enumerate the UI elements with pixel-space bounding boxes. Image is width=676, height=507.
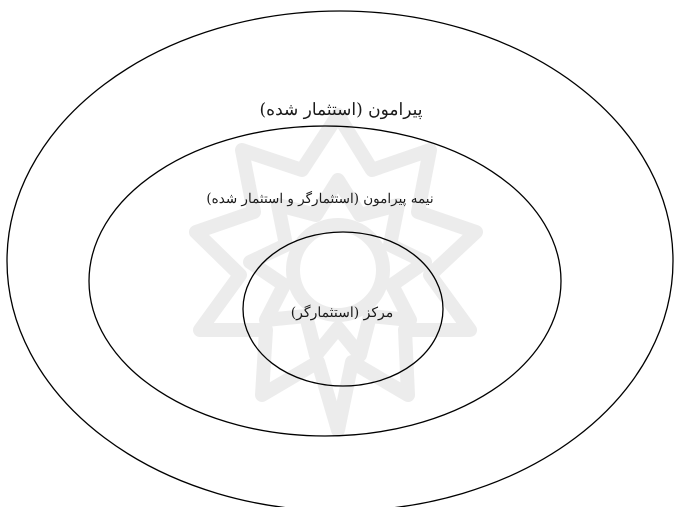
watermark-center-circle — [293, 225, 383, 315]
middle-ring-label: نیمه پیرامون (استثمارگر و استثمار شده) — [206, 191, 433, 207]
watermark-star-outer — [196, 115, 476, 430]
outer-ring-label: پیرامون (استثمار شده) — [260, 100, 423, 120]
watermark-star-pattern — [196, 115, 476, 430]
inner-ring-label: مرکز (استثمارگر) — [291, 305, 394, 321]
